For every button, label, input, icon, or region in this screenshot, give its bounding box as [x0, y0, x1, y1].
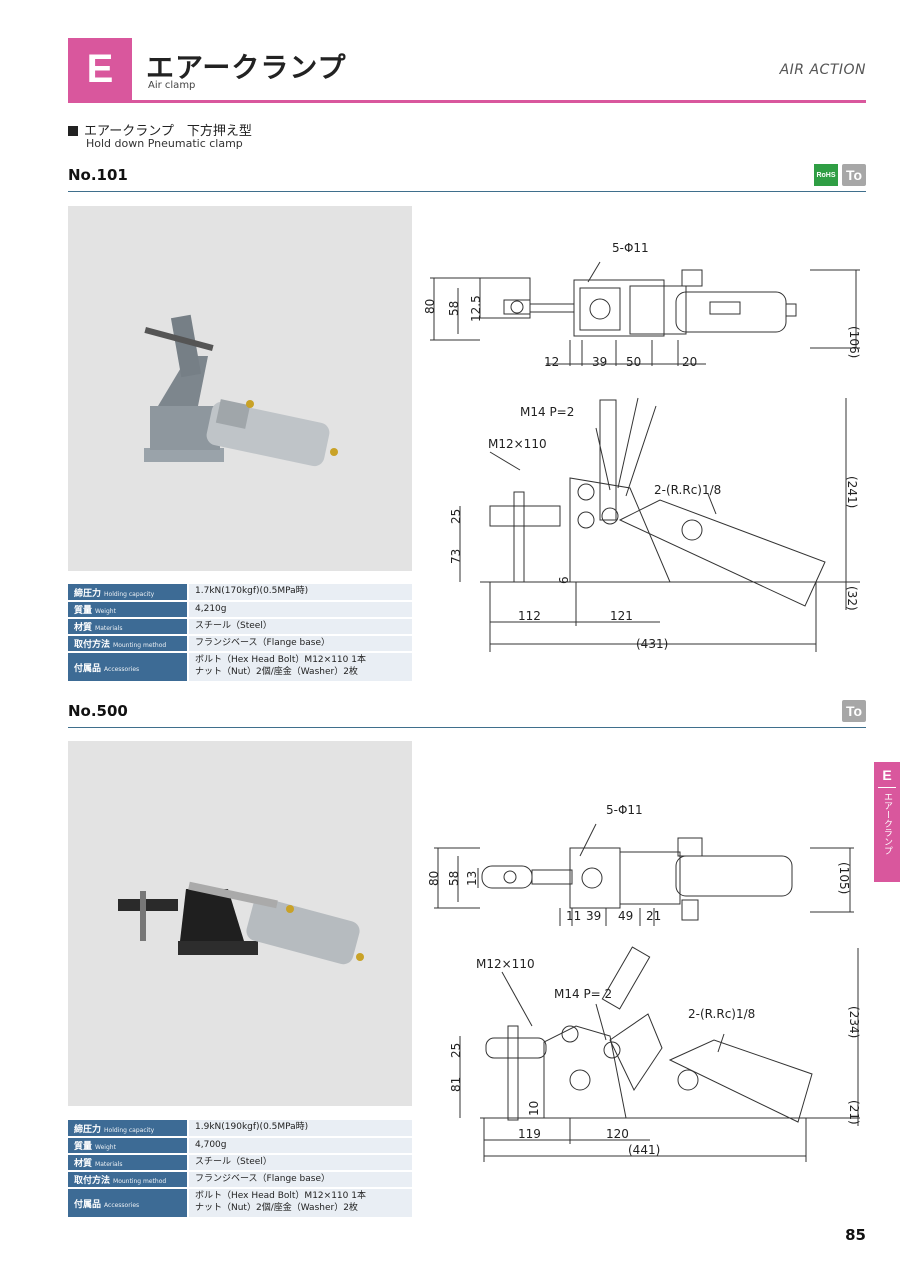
dim-39: 39	[592, 355, 607, 369]
dim-81: 81	[449, 1077, 463, 1092]
dim-12: 12	[544, 355, 559, 369]
dim-holes: 5-Φ11	[606, 803, 643, 817]
page-number: 85	[845, 1226, 866, 1244]
dim-234: (234)	[847, 1006, 861, 1038]
page-title: エアークランプ	[146, 51, 347, 84]
technical-drawing: 5-Φ11 80 58 12.5 12 39 50 20 (106) M14 P…	[423, 241, 861, 652]
product-rule	[68, 191, 866, 192]
dim-21: 21	[646, 909, 661, 923]
to-badge: To	[842, 164, 866, 186]
spec-value: ボルト（Hex Head Bolt）M12×110 1本ナット（Nut）2個/座…	[187, 652, 412, 683]
dim-25: 25	[449, 1043, 463, 1058]
header-rule	[68, 100, 866, 103]
to-badge: To	[842, 700, 866, 722]
product-photo	[68, 206, 412, 571]
dim-80: 80	[423, 299, 437, 314]
dim-241: (241)	[845, 476, 859, 508]
product-name: No.500	[68, 702, 128, 720]
dim-11: 11	[566, 909, 581, 923]
dim-port: 2-(R.Rc)1/8	[688, 1007, 755, 1021]
dim-50: 50	[626, 355, 641, 369]
product-photo	[68, 741, 412, 1106]
dim-32: (32)	[845, 586, 859, 611]
spec-value: スチール（Steel）	[187, 1154, 412, 1172]
spec-value: 4,210g	[187, 601, 412, 619]
dim-106: (106)	[847, 326, 861, 358]
dim-119: 119	[518, 1127, 541, 1141]
side-index-tab: E エアークランプ	[874, 762, 900, 882]
dim-73: 73	[449, 549, 463, 564]
side-tab-letter: E	[882, 767, 892, 783]
square-bullet-icon	[68, 126, 78, 136]
spec-value: 4,700g	[187, 1137, 412, 1155]
dim-121: 121	[610, 609, 633, 623]
category-label: AIR ACTION	[779, 62, 866, 78]
technical-drawing: 5-Φ11 80 58 13 11 39 49 21 (105) M12×110…	[427, 803, 861, 1162]
dim-58: 58	[447, 871, 461, 886]
dim-441: (441)	[628, 1143, 660, 1157]
spec-value: 1.7kN(170kgf)(0.5MPa時)	[187, 584, 412, 602]
rohs-badge: RoHS	[814, 164, 838, 186]
dim-13: 13	[465, 871, 479, 886]
dim-120: 120	[606, 1127, 629, 1141]
dim-m14: M14 P=2	[520, 405, 574, 419]
category-letter-box: E	[68, 38, 132, 100]
dim-20: 20	[682, 355, 697, 369]
dim-80: 80	[427, 871, 441, 886]
spec-value: フランジベース（Flange base）	[187, 1171, 412, 1189]
section-title: エアークランプ 下方押え型	[68, 120, 252, 139]
dim-21-right: (21)	[847, 1100, 861, 1125]
section-subtitle: Hold down Pneumatic clamp	[86, 137, 243, 150]
dim-port: 2-(R.Rc)1/8	[654, 483, 721, 497]
dim-m12: M12×110	[476, 957, 535, 971]
side-tab-label: エアークランプ	[882, 792, 892, 855]
dim-m12: M12×110	[488, 437, 547, 451]
dim-25: 25	[449, 509, 463, 524]
spec-value: スチール（Steel）	[187, 618, 412, 636]
dim-49: 49	[618, 909, 633, 923]
clamp-photo-illustration	[144, 314, 338, 467]
dim-12-5: 12.5	[469, 295, 483, 322]
dim-holes: 5-Φ11	[612, 241, 649, 255]
dim-112: 112	[518, 609, 541, 623]
clamp-photo-illustration	[118, 881, 364, 965]
side-tab-divider	[878, 787, 896, 788]
product-name: No.101	[68, 166, 128, 184]
section-title-text: エアークランプ 下方押え型	[84, 124, 252, 139]
dim-6: 6	[557, 576, 571, 584]
dim-105: (105)	[837, 862, 851, 894]
dim-10: 10	[527, 1101, 541, 1116]
spec-value: ボルト（Hex Head Bolt）M12×110 1本ナット（Nut）2個/座…	[187, 1188, 412, 1219]
spec-value: フランジベース（Flange base）	[187, 635, 412, 653]
dim-39: 39	[586, 909, 601, 923]
dim-m14: M14 P= 2	[554, 987, 612, 1001]
spec-value: 1.9kN(190kgf)(0.5MPa時)	[187, 1120, 412, 1138]
page-subtitle: Air clamp	[148, 80, 196, 91]
product-rule	[68, 727, 866, 728]
dim-58: 58	[447, 301, 461, 316]
dim-431: (431)	[636, 637, 668, 651]
